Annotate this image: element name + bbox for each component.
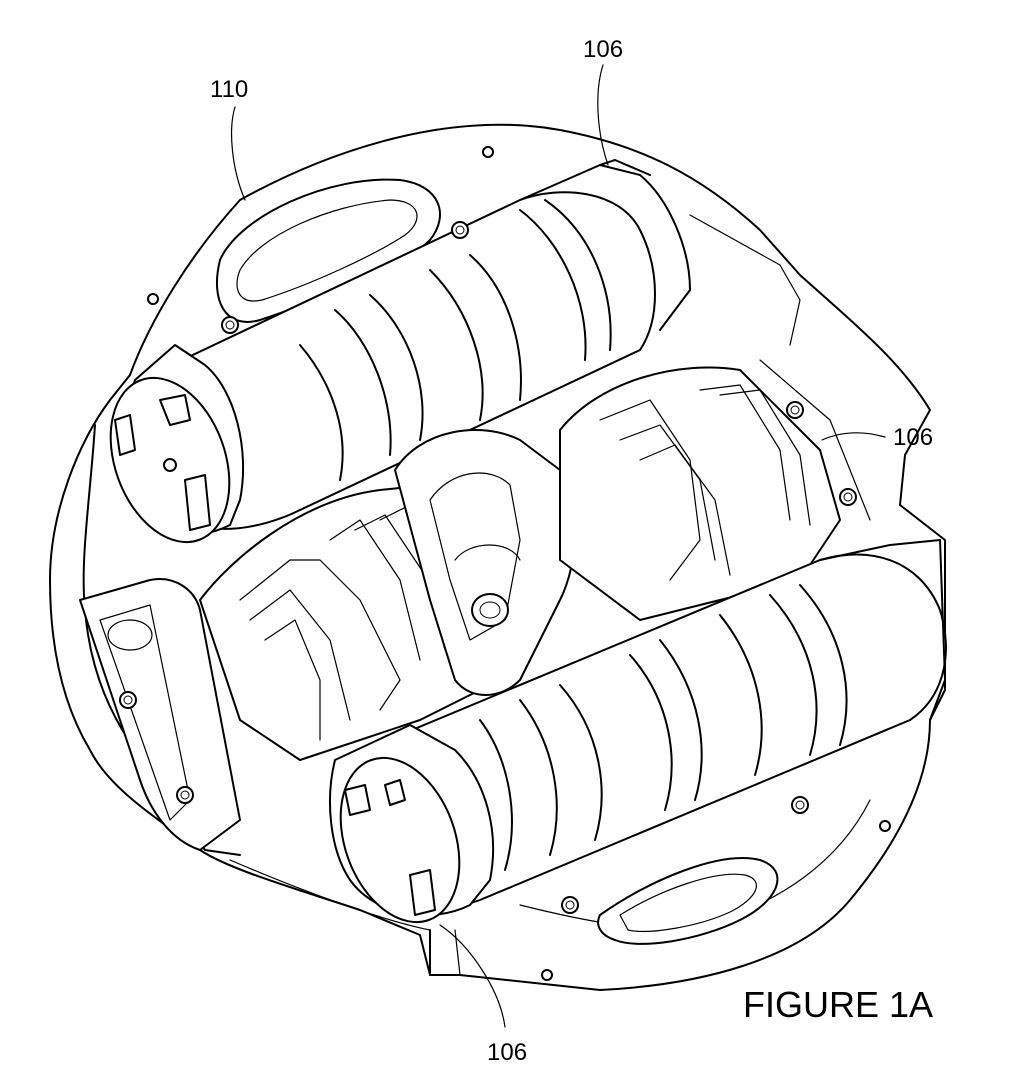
mounting-hole <box>880 821 890 831</box>
mounting-hole <box>222 317 238 333</box>
ref-label-110: 110 <box>210 76 248 103</box>
mounting-hole <box>562 897 578 913</box>
ref-label-106-bottom: 106 <box>487 1039 527 1066</box>
figure-caption: FIGURE 1A <box>743 984 933 1025</box>
ref-label-106-right: 106 <box>893 424 933 451</box>
mounting-hole <box>483 147 493 157</box>
mounting-hole <box>787 402 803 418</box>
mounting-hole <box>452 222 468 238</box>
ref-label-106-top: 106 <box>583 36 623 63</box>
mounting-hole <box>792 797 808 813</box>
mounting-hole <box>120 692 136 708</box>
mounting-hole <box>542 970 552 980</box>
leader-line-110 <box>232 107 245 200</box>
mounting-hole <box>148 294 158 304</box>
mounting-hole <box>177 787 193 803</box>
mounting-hole <box>840 489 856 505</box>
